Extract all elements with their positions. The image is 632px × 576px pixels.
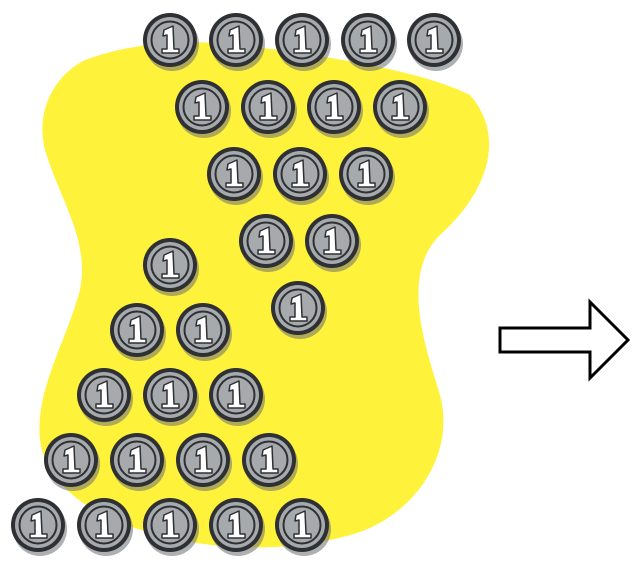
one-coin-icon — [10, 497, 68, 557]
one-coin-icon — [406, 12, 464, 72]
right-arrow-icon — [498, 298, 631, 382]
